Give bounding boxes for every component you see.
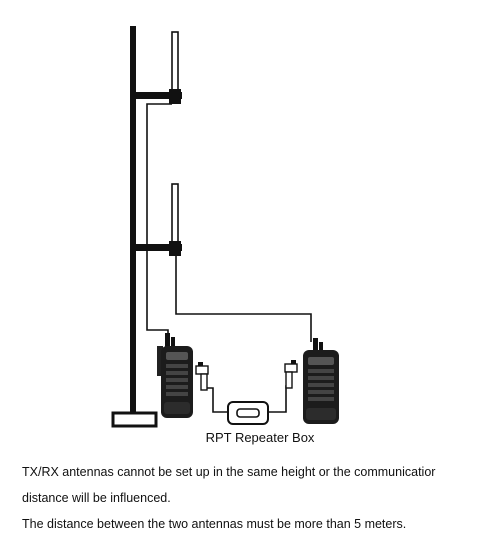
- repeater-box: [227, 401, 269, 425]
- right-plug: [284, 360, 298, 389]
- left-radio: [157, 333, 193, 418]
- note-line-3: The distance between the two antennas mu…: [22, 517, 407, 531]
- upper-antenna: [136, 31, 182, 104]
- note-line-2: distance will be influenced.: [22, 491, 171, 505]
- repeater-box-label: RPT Repeater Box: [205, 430, 315, 445]
- repeater-setup-diagram: [111, 26, 339, 428]
- note-line-1: TX/RX antennas cannot be set up in the s…: [22, 465, 436, 479]
- lower-antenna: [136, 183, 182, 256]
- right-radio: [303, 338, 339, 424]
- left-plug: [195, 362, 209, 391]
- antenna-mast: [111, 26, 158, 428]
